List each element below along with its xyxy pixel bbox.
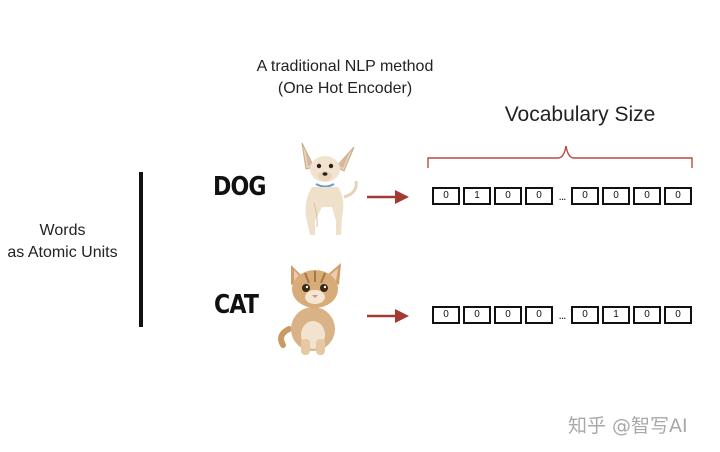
diagram-title-line1: A traditional NLP method xyxy=(256,58,434,75)
vector-cell: 0 xyxy=(494,187,522,205)
vector-cell: 0 xyxy=(571,187,599,205)
arrow-cat-to-vector xyxy=(367,309,409,323)
vocabulary-size-label: Vocabulary Size xyxy=(504,103,656,126)
words-label-line2: as Atomic Units xyxy=(7,244,118,261)
vector-cell: 0 xyxy=(664,306,692,324)
vector-ellipsis: ... xyxy=(558,308,566,322)
vector-cell: 1 xyxy=(463,187,491,205)
vector-cell: 0 xyxy=(633,187,661,205)
arrow-dog-to-vector xyxy=(367,190,409,204)
vector-cell: 0 xyxy=(463,306,491,324)
vertical-divider xyxy=(139,172,143,327)
diagram-title-line2: (One Hot Encoder) xyxy=(277,80,413,97)
vector-cell: 0 xyxy=(633,306,661,324)
vector-ellipsis: ... xyxy=(558,189,566,203)
cat-image xyxy=(278,263,341,355)
vector-cell: 0 xyxy=(432,187,460,205)
vector-cell: 0 xyxy=(664,187,692,205)
one-hot-vector-cat: 0 0 0 0 ... 0 1 0 0 xyxy=(432,306,695,324)
vector-cell: 0 xyxy=(432,306,460,324)
words-label-line1: Words xyxy=(39,222,86,239)
dog-image xyxy=(301,142,358,235)
word-cat: CAT xyxy=(214,290,259,320)
watermark: 知乎 @智写AI xyxy=(568,415,688,437)
vector-cell: 0 xyxy=(571,306,599,324)
word-dog: DOG xyxy=(213,172,267,202)
vocabulary-brace xyxy=(427,145,693,168)
one-hot-vector-dog: 0 1 0 0 ... 0 0 0 0 xyxy=(432,187,695,205)
vector-cell: 0 xyxy=(525,187,553,205)
vector-cell: 0 xyxy=(602,187,630,205)
vector-cell: 0 xyxy=(525,306,553,324)
vector-cell: 0 xyxy=(494,306,522,324)
vector-cell: 1 xyxy=(602,306,630,324)
